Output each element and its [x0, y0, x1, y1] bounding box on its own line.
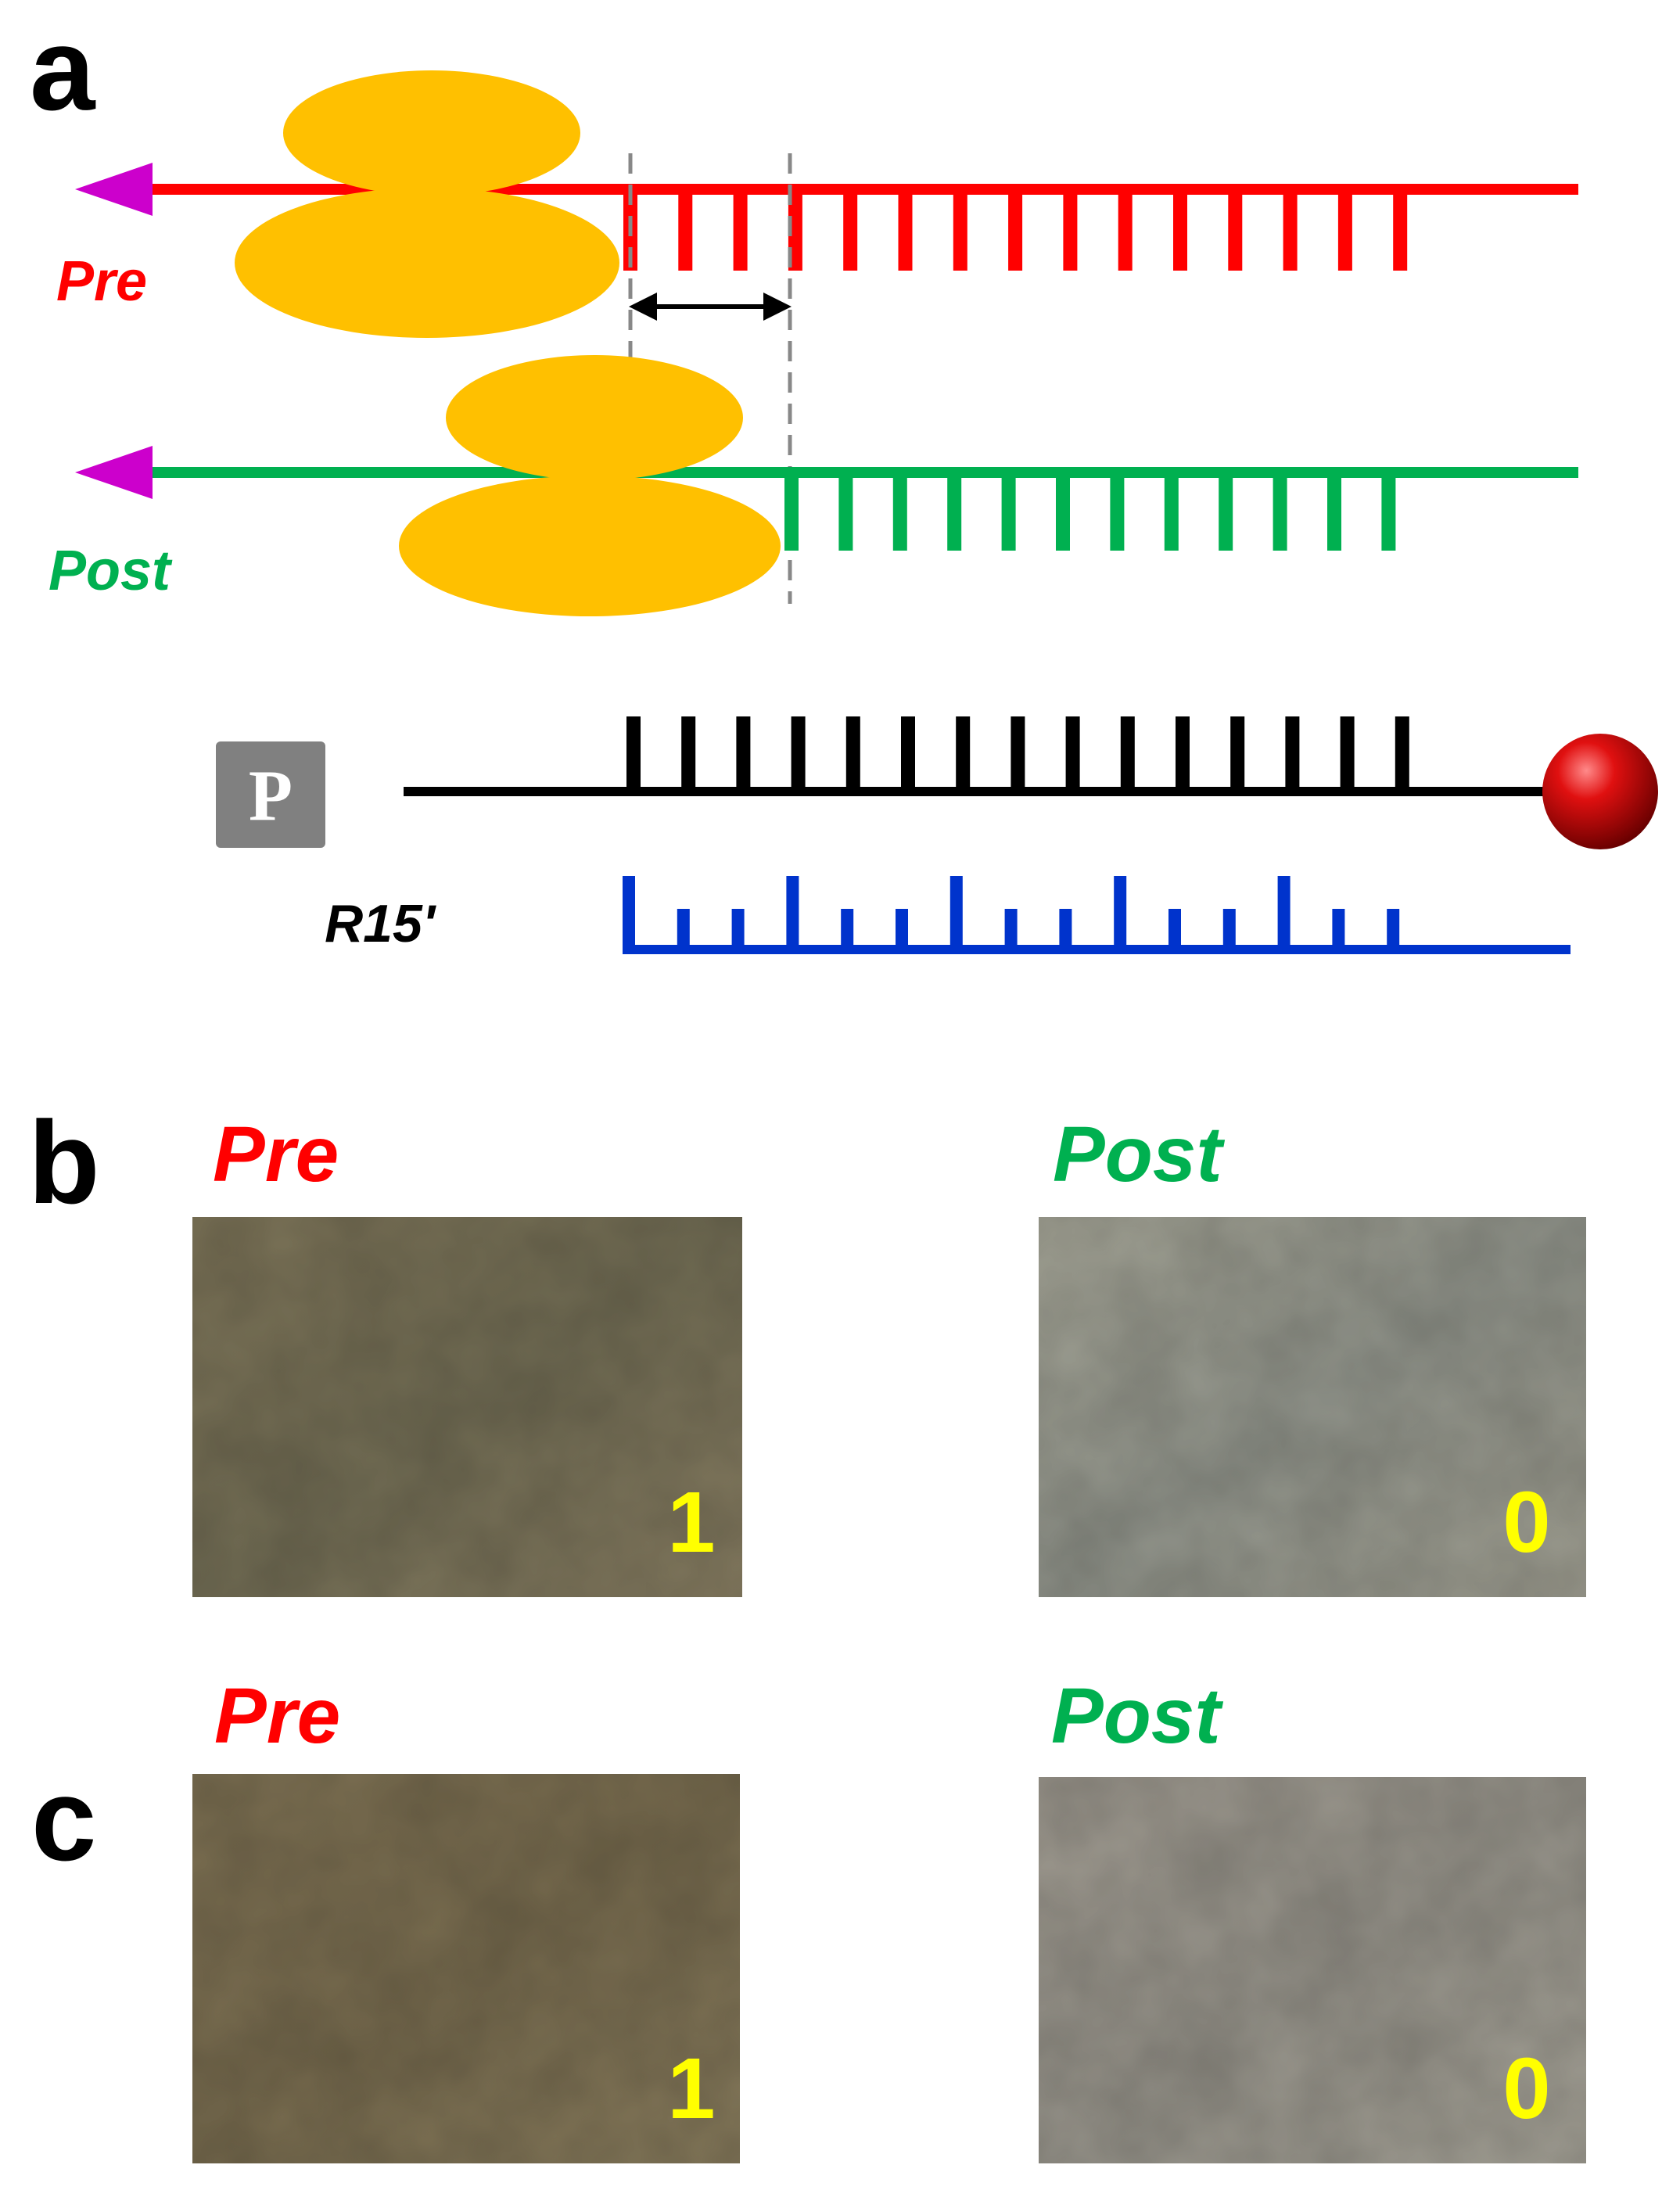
post-ribosome-large-subunit-icon [399, 476, 781, 616]
panel-b-pre-value: 1 [667, 1474, 715, 1571]
post-strand-label: Post [48, 540, 173, 602]
panel-b-post-texture [1039, 1217, 1586, 1597]
panel-c-pre-label: Pre [214, 1672, 340, 1760]
panel-c-pre-photo: 1 [192, 1774, 740, 2163]
panel-b-letter: b [28, 1097, 100, 1228]
distance-arrow-left-head-icon [629, 293, 657, 321]
panel-c-post-photo: 0 [1039, 1777, 1586, 2163]
panel-b-post-photo: 0 [1039, 1217, 1586, 1597]
probe-group: P [216, 716, 1658, 849]
reporter-label: R15' [325, 894, 437, 953]
panel-b-post-value: 0 [1502, 1474, 1550, 1571]
panel-b-pre-texture [192, 1217, 742, 1597]
pre-strand-teeth [623, 189, 1408, 271]
panel-c-post-value: 0 [1502, 2041, 1550, 2137]
pre-strand-group: Pre [56, 70, 1578, 338]
reporter-strand-teeth [623, 876, 1400, 950]
panel-b-post-label: Post [1053, 1111, 1225, 1198]
pre-ribosome-small-subunit-icon [283, 70, 580, 196]
panel-a-letter: a [30, 3, 96, 135]
panel-c-post-label: Post [1051, 1672, 1223, 1760]
post-strand-group: Post [48, 355, 1578, 616]
panel-c-post-texture [1039, 1777, 1586, 2163]
probe-box [216, 741, 325, 848]
probe-label: P [249, 756, 293, 835]
pre-ribosome-large-subunit-icon [235, 188, 619, 338]
post-strand-teeth [784, 472, 1396, 551]
panel-c-letter: c [31, 1754, 96, 1885]
distance-arrow-right-head-icon [763, 293, 792, 321]
panel-b-pre-photo: 1 [192, 1217, 742, 1597]
reporter-group: R15' [325, 876, 1571, 954]
panel-c-pre-value: 1 [667, 2041, 715, 2137]
post-arrowhead-icon [75, 446, 153, 499]
panel-c-pre-texture [192, 1774, 740, 2163]
panel-b-pre-label: Pre [213, 1111, 339, 1198]
pre-strand-label: Pre [56, 250, 147, 313]
pre-arrowhead-icon [75, 163, 153, 216]
post-ribosome-small-subunit-icon [446, 355, 743, 480]
probe-strand-teeth [626, 716, 1409, 792]
bead-icon [1542, 734, 1658, 849]
